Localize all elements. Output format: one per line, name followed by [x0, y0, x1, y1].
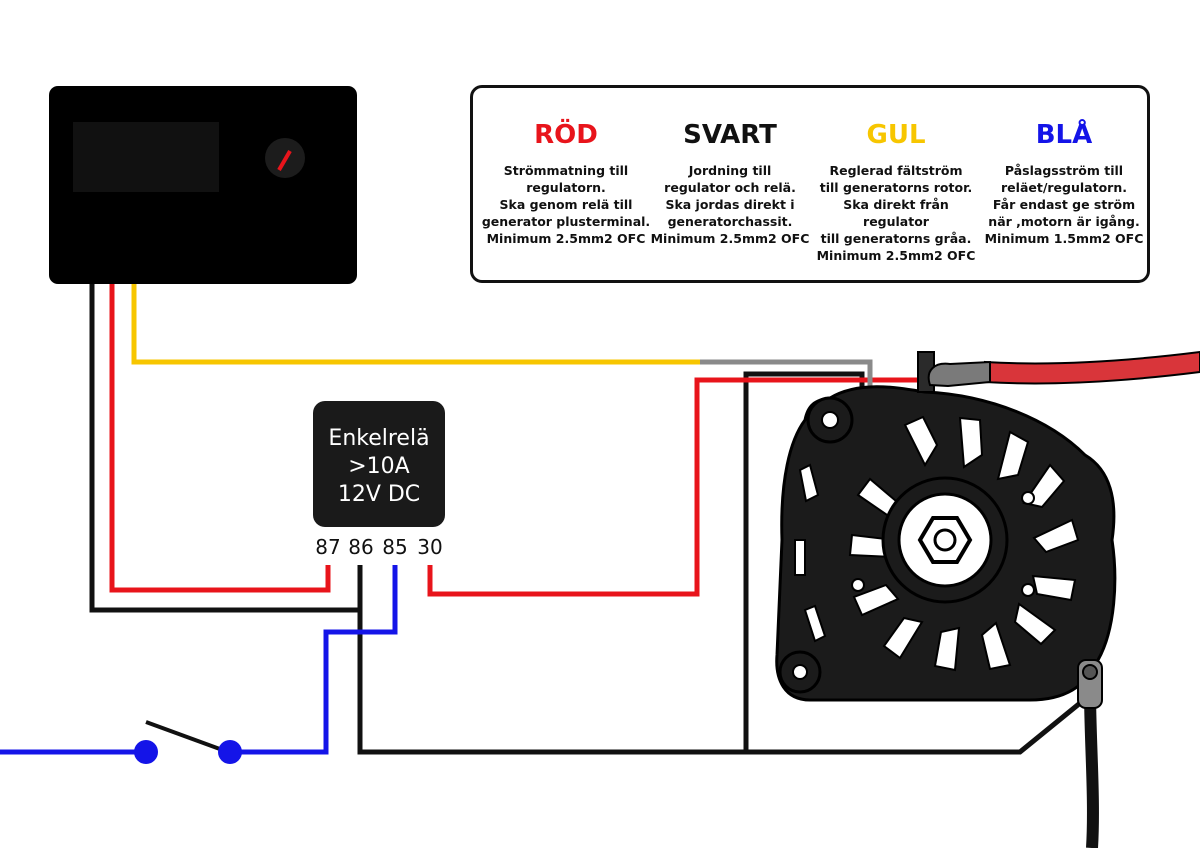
relay-body — [313, 401, 445, 527]
relay: Enkelrelä >10A 12V DC 87 86 85 30 — [313, 401, 445, 559]
legend-red: RÖD Strömmatning till regulatorn. Ska ge… — [481, 118, 651, 247]
switch-contact-left — [134, 740, 158, 764]
regulator-unit — [49, 86, 357, 284]
b-plus-ring-terminal — [927, 360, 991, 388]
ground-cable — [1077, 659, 1103, 848]
black-wire-ground-bus — [357, 610, 1092, 755]
legend-blue-text: Påslagsström till reläet/regulatorn. Får… — [984, 163, 1144, 246]
b-plus-cable-insulation — [984, 350, 1200, 385]
switch-lever — [145, 720, 229, 754]
alternator-bolt-1 — [851, 578, 865, 592]
alternator-hub-bore — [933, 528, 957, 552]
legend-black-heading: SVART — [683, 120, 777, 150]
legend-blue: BLÅ Påslagsström till reläet/regulatorn.… — [979, 118, 1149, 247]
ground-cable-line — [1084, 689, 1099, 848]
relay-pin-85: 85 — [382, 535, 407, 559]
alternator-bolt-2 — [1021, 491, 1035, 505]
relay-pin-30: 30 — [417, 535, 442, 559]
legend-yellow: GUL Reglerad fältström till generatorns … — [811, 118, 981, 264]
legend-yellow-text: Reglerad fältström till generatorns roto… — [816, 163, 976, 263]
alternator-ear-bottom-hole — [792, 664, 808, 680]
relay-label-2: >10A — [348, 454, 409, 479]
b-plus-cable — [927, 350, 1200, 388]
regulator-knob-pointer — [277, 149, 292, 172]
legend-black: SVART Jordning till regulator och relä. … — [645, 118, 815, 247]
legend-red-heading: RÖD — [534, 120, 598, 150]
legend-black-text: Jordning till regulator och relä. Ska jo… — [650, 163, 810, 246]
ground-lug-hole — [1082, 664, 1098, 680]
relay-pin-86: 86 — [348, 535, 373, 559]
ignition-switch — [134, 720, 242, 764]
switch-contact-right — [218, 740, 242, 764]
relay-label-1: Enkelrelä — [328, 426, 429, 451]
alternator-ear-top-hole — [821, 411, 839, 429]
black-wire-regulator-ground — [89, 282, 363, 613]
red-wire-regulator-supply — [109, 282, 331, 593]
yellow-wire-field — [131, 282, 700, 365]
legend-blue-heading: BLÅ — [1035, 120, 1093, 150]
alternator — [775, 351, 1117, 702]
legend-yellow-heading: GUL — [866, 120, 926, 150]
legend-red-text: Strömmatning till regulatorn. Ska genom … — [481, 163, 651, 246]
red-wire-relay-to-b-plus — [427, 377, 918, 597]
alternator-vents — [794, 415, 1080, 672]
relay-label-3: 12V DC — [338, 482, 420, 507]
regulator-display — [73, 122, 219, 192]
blue-wire-ignition — [230, 565, 398, 755]
relay-pin-87: 87 — [315, 535, 340, 559]
alternator-bolt-3 — [1021, 583, 1035, 597]
color-legend: RÖD Strömmatning till regulatorn. Ska ge… — [470, 85, 1150, 283]
